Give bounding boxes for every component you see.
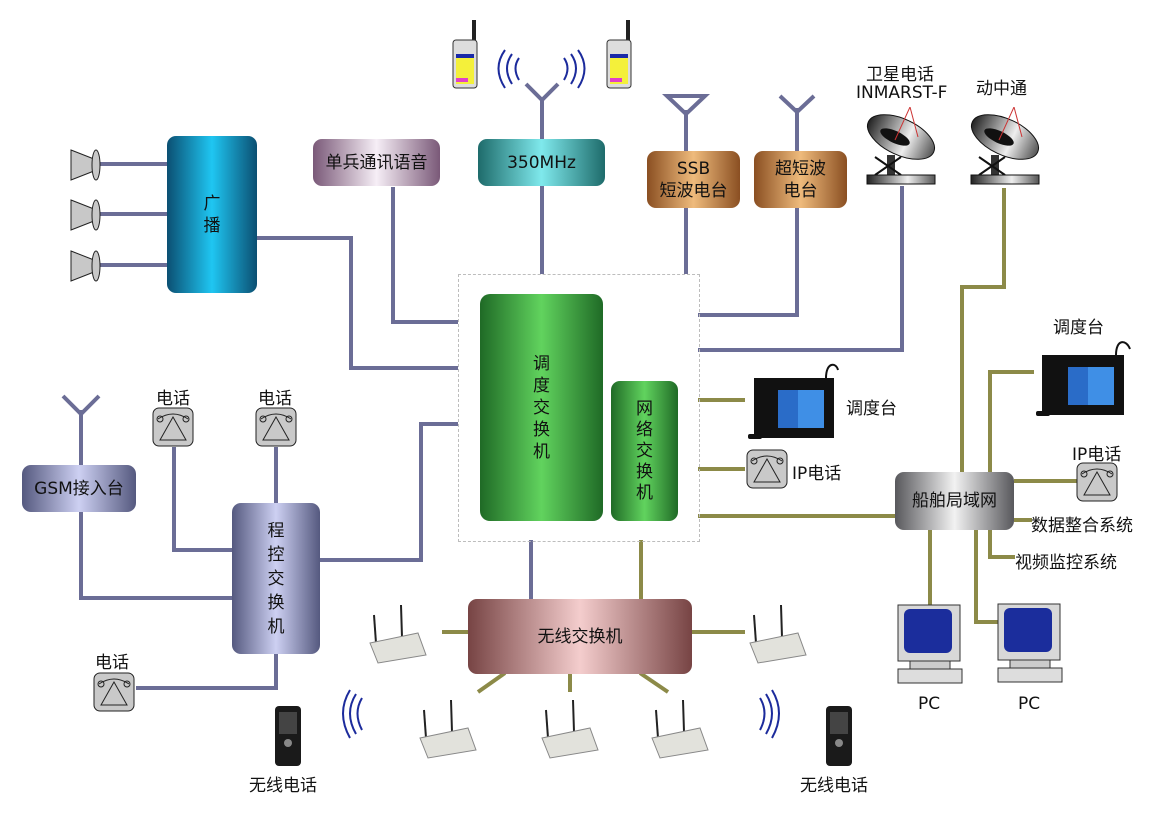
wire-motion-lan [960,188,1006,472]
pbx-label: 控 [267,544,285,565]
speaker-icon [70,199,101,231]
350mhz-node[interactable]: 350MHz [478,139,605,186]
wire-lan-pc2 [974,530,998,624]
network-switch-label: 络 [636,419,653,440]
soldier-voice-label: 单兵通讯语音 [325,152,428,173]
pc-icon [997,603,1063,683]
ssb-radio-node[interactable]: SSB 短波电台 [647,151,740,208]
pbx-node[interactable]: 程 控 交 换 机 [232,503,320,654]
pbx-label: 机 [267,616,285,637]
ship-lan-node[interactable]: 船舶局域网 [895,472,1014,530]
satphone-label: 卫星电话 [866,65,934,85]
ship-lan-label: 船舶局域网 [912,491,997,511]
wireless-ap-icon [749,604,807,664]
wire-satphone-dispatch [698,186,904,352]
network-switch-label: 网 [636,398,653,419]
pc-label: PC [1018,694,1041,714]
wire-pbx-dispatch [320,422,458,562]
wire-uhf-dispatch [698,208,799,317]
satphone-model-label: INMARST-F [856,83,948,103]
core-switch-group [458,274,700,542]
radio-waves [342,49,780,739]
network-switch-label: 交 [636,440,653,461]
ip-phone-icon [1076,462,1118,502]
wire-lan-video [988,530,1015,559]
video-surveillance-label: 视频监控系统 [1015,553,1117,573]
pbx-label: 交 [267,568,285,589]
wireless-phone-label: 无线电话 [249,776,317,796]
speaker-icon [70,149,101,181]
dispatch-console-label: 调度台 [846,399,897,419]
dispatch-switch-label: 换 [533,419,550,440]
mobile-phone-icon [826,706,852,766]
phone-icon [93,672,135,712]
walkie-talkie-icon [452,20,478,89]
soldier-voice-node[interactable]: 单兵通讯语音 [313,139,440,186]
phone-icon [255,407,297,447]
dispatch-console-icon [748,363,839,439]
uhf-radio-node[interactable]: 超短波 电台 [754,151,847,208]
wireless-ap-icon [419,699,477,759]
mobile-phone-icon [275,706,301,766]
walkie-talkie-icon [606,20,632,89]
uhf-label: 电台 [783,180,818,201]
pc-label: PC [918,694,941,714]
dispatch-console-label: 调度台 [1053,318,1104,338]
pbx-label: 程 [267,520,285,541]
satellite-dish-icon [970,107,1040,185]
wireless-ap-icon [369,604,427,664]
wire-broadcast-dispatch [256,236,458,370]
phone-label: 电话 [156,389,190,409]
ssb-label: 短波电台 [659,180,728,201]
wireless-switch-label: 无线交换机 [537,626,623,647]
voice-wires [61,82,904,690]
gsm-node[interactable]: GSM接入台 [22,465,136,512]
wire-lan-console [988,370,1034,472]
wire-phone1-pbx [172,447,232,552]
gsm-label: GSM接入台 [34,478,124,499]
wire-gsm-pbx [79,512,232,600]
broadcast-node[interactable]: 广 播 [167,136,257,293]
network-switch-node[interactable]: 网 络 交 换 机 [611,381,678,521]
data-wires [442,188,1078,694]
wire-soldier-dispatch [391,187,458,324]
pc-icon [897,604,963,684]
wireless-ap-icon [541,699,599,759]
ip-phone-label: IP电话 [1072,445,1122,465]
speaker-icon [70,250,101,282]
dispatch-console-icon [1036,341,1131,416]
wire-ws-ap-b3 [638,671,670,694]
wireless-phone-label: 无线电话 [800,776,868,796]
phone-label: 电话 [258,389,292,409]
network-switch-label: 换 [636,461,653,482]
antenna-350-arms [524,82,560,103]
wireless-switch-node[interactable]: 无线交换机 [468,599,692,674]
dispatch-switch-label: 度 [533,375,550,396]
broadcast-label: 广 [203,193,221,214]
ip-phone-icon [746,449,788,489]
dispatch-switch-label: 交 [533,397,550,418]
dispatch-switch-label: 调 [533,353,550,374]
dispatch-switch-node[interactable]: 调 度 交 换 机 [480,294,603,521]
350mhz-label: 350MHz [507,152,576,173]
satellite-dish-icon [866,107,936,185]
antenna-ssb-triangle [661,94,711,117]
ip-phone-label: IP电话 [792,464,842,484]
ssb-label: SSB [676,158,711,179]
broadcast-label: 播 [203,215,221,236]
network-switch-label: 机 [636,482,653,503]
wire-ws-ap-b1 [476,671,507,694]
phone-icon [152,407,194,447]
data-integration-label: 数据整合系统 [1031,516,1133,536]
phone-label: 电话 [95,653,129,673]
satcom-motion-label: 动中通 [976,79,1027,99]
antenna-uhf-arms [778,94,816,115]
pbx-label: 换 [267,592,285,613]
antenna-gsm-arms [61,394,101,417]
dispatch-switch-label: 机 [533,441,550,462]
uhf-label: 超短波 [775,158,826,179]
wireless-ap-icon [651,699,709,759]
wire-phone3-pbx [136,654,278,690]
